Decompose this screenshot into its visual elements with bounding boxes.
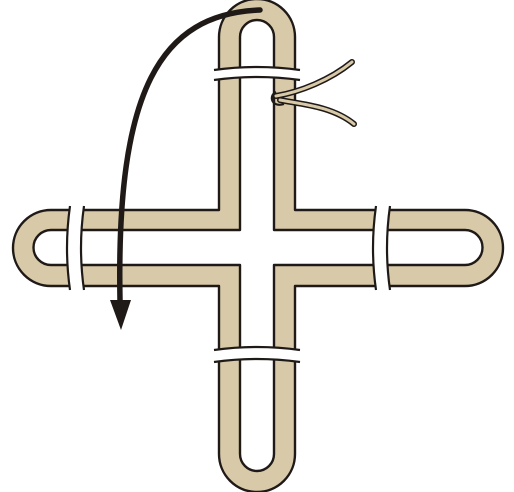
right-arm-break-mark <box>373 206 390 290</box>
cord-inner-outline <box>34 20 483 471</box>
left-arm-break-mark <box>67 206 84 290</box>
top-arm-break-mark <box>214 67 300 80</box>
bottom-arm-break-mark <box>214 347 300 362</box>
